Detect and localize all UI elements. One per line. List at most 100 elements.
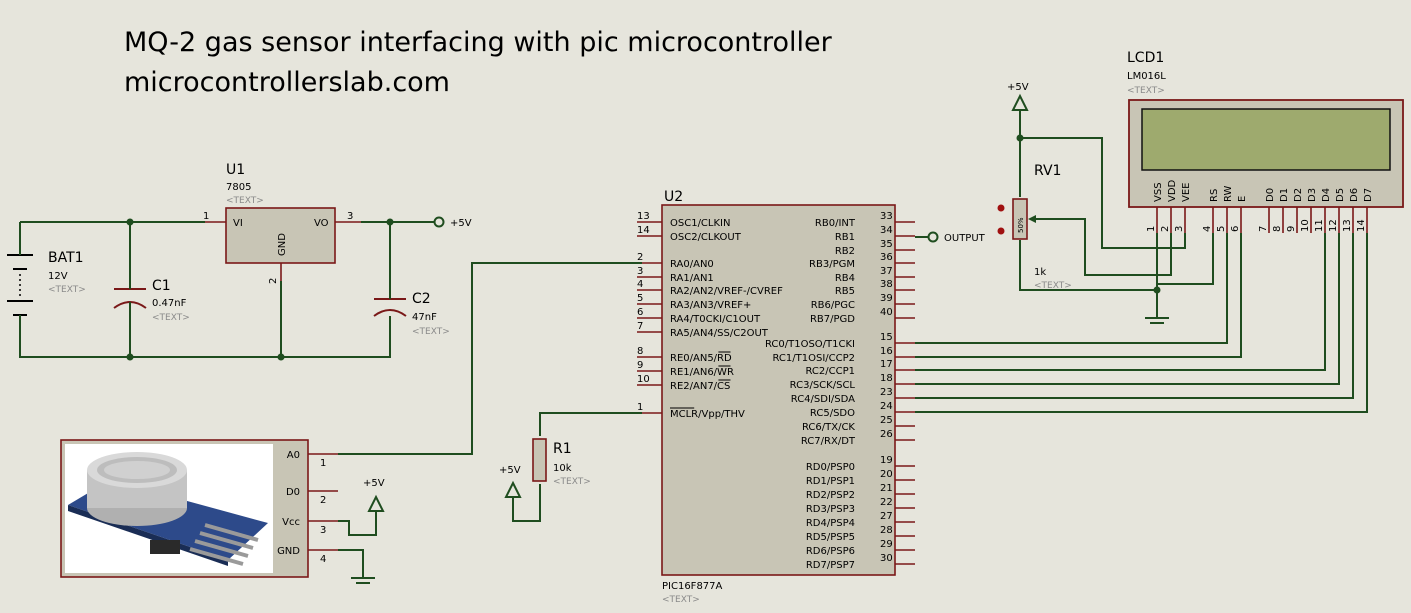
r1-ref: R1	[553, 441, 572, 457]
u1-pin-num-2: 2	[268, 278, 279, 284]
ground-symbol-sensor	[351, 577, 375, 584]
output-label: OUTPUT	[944, 233, 986, 244]
u2-right-pin-number: 19	[880, 455, 893, 466]
rv1-body-text: 50%	[1017, 217, 1025, 233]
terminal-output	[927, 231, 939, 243]
u2-right-pin-number: 24	[880, 401, 893, 412]
wire-ra0-a0	[338, 262, 642, 455]
lcd-pin-number: 9	[1286, 226, 1297, 232]
u2-right-pin-number: 34	[880, 225, 893, 236]
lcd-pin-number: 7	[1258, 226, 1269, 232]
u2-pins: 13OSC1/CLKIN14OSC2/CLKOUT2RA0/AN03RA1/AN…	[637, 211, 915, 571]
lcd-screen	[1141, 108, 1391, 171]
u2-left-pin-number: 13	[637, 211, 650, 222]
lcd-pin-name: RS	[1209, 189, 1220, 202]
u2-left-pin-name: OSC2/CLKOUT	[670, 232, 742, 243]
lcd-pin-number: 12	[1328, 219, 1339, 232]
u2-left-pin-number: 5	[637, 293, 643, 304]
u2-right-pin-name: RC0/T1OSO/T1CKI	[765, 339, 855, 350]
sensor-pin-number: 1	[320, 458, 326, 469]
u2-right-pin-name: RC6/TX/CK	[802, 422, 855, 433]
u2-right-pin-number: 27	[880, 511, 893, 522]
u1-pin-num-3: 3	[347, 211, 353, 222]
u2-right-pin-name: RD4/PSP4	[806, 518, 855, 529]
u2-right-pin-number: 18	[880, 373, 893, 384]
u2-right-pin-number: 17	[880, 359, 893, 370]
c2-text-placeholder: <TEXT>	[412, 327, 450, 337]
u2-left-pin-number: 3	[637, 266, 643, 277]
sensor-5v-label: +5V	[363, 478, 385, 489]
lcd-bus-wires	[915, 233, 1368, 413]
lcd-pin-number: 1	[1146, 226, 1157, 232]
lcd-pin-name: D2	[1293, 188, 1304, 202]
u1-part: 7805	[226, 182, 251, 193]
lcd-pin-name: VDD	[1167, 179, 1178, 202]
u2-right-pin-number: 35	[880, 239, 893, 250]
u2-left-pin-number: 9	[637, 360, 643, 371]
bat1-text-placeholder: <TEXT>	[48, 285, 86, 295]
rv1-value: 1k	[1034, 267, 1046, 278]
u2-left-pin-name: MCLR/Vpp/THV	[670, 409, 745, 420]
wire-sensor-gnd	[338, 549, 364, 578]
lcd-pin-name: D4	[1321, 188, 1332, 202]
wire-sensor-vcc	[338, 511, 377, 536]
sensor-pin-name: A0	[287, 450, 300, 461]
mq2-sensor-image	[68, 452, 268, 566]
u2-right-pin-number: 21	[880, 483, 893, 494]
c2-value: 47nF	[412, 312, 437, 323]
lcd-pin-name: D6	[1349, 188, 1360, 202]
u2-right-pin-name: RC1/T1OSI/CCP2	[772, 353, 855, 364]
lcd1-part: LM016L	[1127, 71, 1166, 82]
rv1-5v-label: +5V	[1007, 82, 1029, 93]
u2-right-pin-number: 15	[880, 332, 893, 343]
battery-bat1	[7, 244, 33, 327]
u2-right-pin-name: RC2/CCP1	[805, 366, 855, 377]
lcd-pin-number: 13	[1342, 219, 1353, 232]
lcd-pin-number: 6	[1230, 226, 1241, 232]
title-line-2: microcontrollerslab.com	[124, 67, 450, 98]
lcd-pin-name: E	[1237, 196, 1248, 202]
lcd-pin-name: D3	[1307, 188, 1318, 202]
sensor-pin-number: 4	[320, 554, 326, 565]
power-wires	[19, 221, 434, 358]
pic-u2-body	[661, 204, 896, 576]
lcd-pin-number: 5	[1216, 226, 1227, 232]
u2-right-pin-number: 30	[880, 553, 893, 564]
u2-left-pin-name: RA3/AN3/VREF+	[670, 300, 751, 311]
u2-left-pin-number: 4	[637, 279, 643, 290]
u2-right-pin-number: 26	[880, 429, 893, 440]
u2-left-pin-name: RE0/AN5/RD	[670, 353, 732, 364]
u2-left-pin-name: RA2/AN2/VREF-/CVREF	[670, 286, 783, 297]
u2-right-pin-name: RB1	[835, 232, 855, 243]
u2-right-pin-number: 25	[880, 415, 893, 426]
u2-right-pin-name: RD6/PSP6	[806, 546, 855, 557]
lcd-pin-name: D1	[1279, 188, 1290, 202]
sensor-pin-number: 2	[320, 495, 326, 506]
u2-right-pin-number: 36	[880, 252, 893, 263]
u2-left-pin-number: 6	[637, 307, 643, 318]
u2-left-pin-name: RA5/AN4/SS/C2OUT	[670, 328, 769, 339]
u2-right-pin-number: 39	[880, 293, 893, 304]
u2-right-pin-name: RC7/RX/DT	[801, 436, 856, 447]
u2-right-pin-name: RD7/PSP7	[806, 560, 855, 571]
lcd-pin-name: D0	[1265, 188, 1276, 202]
lcd-pin-number: 2	[1160, 226, 1171, 232]
terminal-5v-regulator	[433, 216, 445, 228]
u2-left-pin-name: RE2/AN7/CS	[670, 381, 730, 392]
u2-right-pin-number: 29	[880, 539, 893, 550]
regulator-5v-label: +5V	[450, 218, 472, 229]
sensor-pin-name: D0	[286, 487, 300, 498]
wire-mclr-r1	[539, 412, 642, 436]
lcd-pin-name: VEE	[1181, 183, 1192, 202]
u2-right-pin-name: RD0/PSP0	[806, 462, 855, 473]
u1-text-placeholder: <TEXT>	[226, 196, 264, 206]
lcd-pin-name: VSS	[1153, 182, 1164, 202]
u2-left-pin-name: RE1/AN6/WR	[670, 367, 734, 378]
u2-right-pin-number: 33	[880, 211, 893, 222]
c1-value: 0.47nF	[152, 298, 187, 309]
regulator-u1	[205, 207, 361, 281]
u2-left-pin-name: RA4/T0CKI/C1OUT	[670, 314, 761, 325]
u2-left-pin-number: 7	[637, 321, 643, 332]
